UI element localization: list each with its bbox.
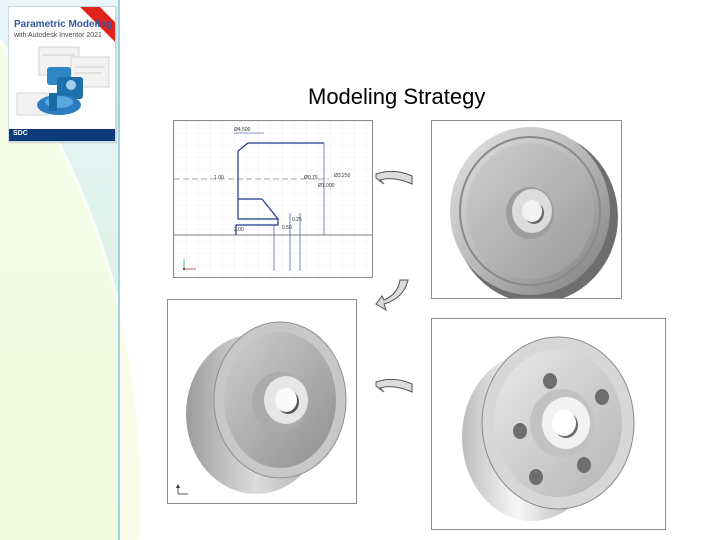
final-part-image (462, 336, 635, 521)
profile-sketch: Ø4.500 Ø3.250 Ø1.000 Ø0.75 0.25 0.50 2.0… (174, 121, 372, 277)
axis-triad-icon (182, 259, 196, 271)
book-subtitle: with Autodesk Inventor 2021 (14, 32, 102, 39)
book-part-image (37, 67, 83, 115)
curved-arrow-icon (375, 279, 409, 312)
dim-outer-dia: Ø4.500 (234, 127, 251, 133)
publisher-logo: SDC (13, 130, 28, 137)
final-part-view (431, 318, 666, 530)
slide-title: Modeling Strategy (308, 84, 486, 109)
book-title: Parametric Modeling (14, 19, 113, 30)
dim-bore-dia: Ø1.000 (318, 183, 335, 189)
profile-sketch-panel: Ø4.500 Ø3.250 Ø1.000 Ø0.75 0.25 0.50 2.0… (173, 120, 373, 278)
curved-arrow-icon (375, 170, 413, 185)
extruded-web-view (167, 299, 357, 504)
revolved-solid-image (450, 127, 618, 298)
curved-arrow-icon (375, 378, 413, 393)
dim-hub-length: 0.50 (282, 225, 292, 231)
dim-rim-width: 1.00 (214, 175, 224, 181)
dim-overall-width: 2.00 (234, 227, 244, 233)
dim-web-thickness: 0.25 (292, 217, 302, 223)
dim-hub-dia: Ø0.75 (304, 175, 318, 181)
book-cover-thumbnail: Parametric Modeling with Autodesk Invent… (8, 6, 116, 142)
revolved-solid-view (431, 120, 622, 299)
dim-rim-dia: Ø3.250 (334, 173, 351, 179)
bolt-holes (513, 373, 609, 485)
vertical-divider (118, 0, 120, 540)
axis-triad-icon (176, 484, 188, 495)
book-footer: SDC (9, 129, 115, 141)
web-solid-image (176, 321, 347, 495)
